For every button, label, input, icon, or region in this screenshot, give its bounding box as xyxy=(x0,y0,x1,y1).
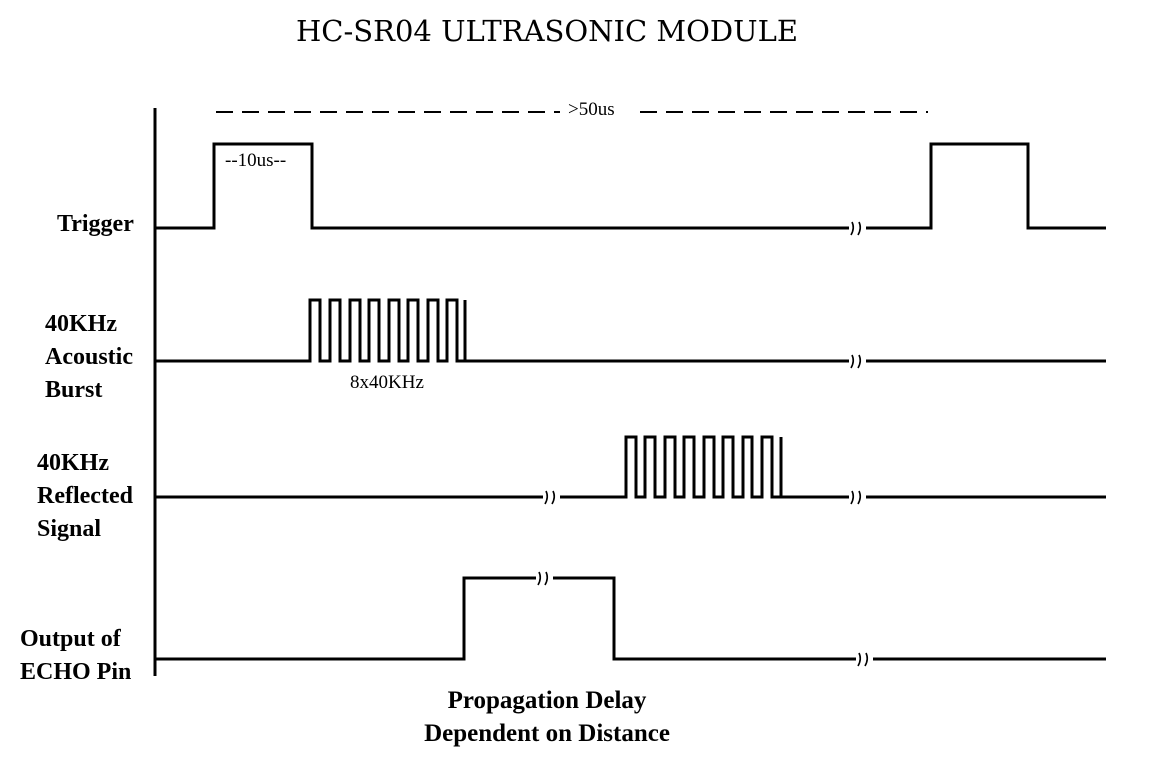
pulse-width-annotation: --10us-- xyxy=(225,150,287,172)
waveform-trigger xyxy=(155,142,1106,230)
label-echo-output: Output of ECHO Pin xyxy=(20,623,131,689)
break-marks xyxy=(536,219,873,668)
label-reflected-signal-line-1: 40KHz xyxy=(37,450,109,476)
waveform-echo-output xyxy=(155,576,1106,661)
caption-line-1: Propagation Delay xyxy=(447,687,647,714)
label-acoustic-burst-line-1: 40KHz xyxy=(45,311,117,337)
label-acoustic-burst-line-2: Acoustic xyxy=(45,344,133,370)
burst-cycles-annotation: 8x40KHz xyxy=(350,372,424,394)
label-reflected-signal-line-3: Signal xyxy=(37,516,102,542)
waveform-reflected-signal xyxy=(155,435,1106,499)
label-reflected-signal-line-2: Reflected xyxy=(37,483,133,509)
label-trigger: Trigger xyxy=(57,208,134,241)
label-echo-output-line-2: ECHO Pin xyxy=(20,659,132,685)
propagation-delay-caption: Propagation Delay Dependent on Distance xyxy=(340,684,754,750)
waveform-acoustic-burst xyxy=(155,298,1106,363)
label-acoustic-burst: 40KHz Acoustic Burst xyxy=(45,308,133,407)
label-reflected-signal: 40KHz Reflected Signal xyxy=(37,447,133,546)
period-annotation: >50us xyxy=(568,99,615,121)
diagram-title: HC-SR04 ULTRASONIC MODULE xyxy=(295,14,799,48)
label-trigger-line-1: Trigger xyxy=(57,211,134,237)
caption-line-2: Dependent on Distance xyxy=(424,720,670,747)
label-echo-output-line-1: Output of xyxy=(20,626,121,652)
label-acoustic-burst-line-3: Burst xyxy=(45,377,103,403)
